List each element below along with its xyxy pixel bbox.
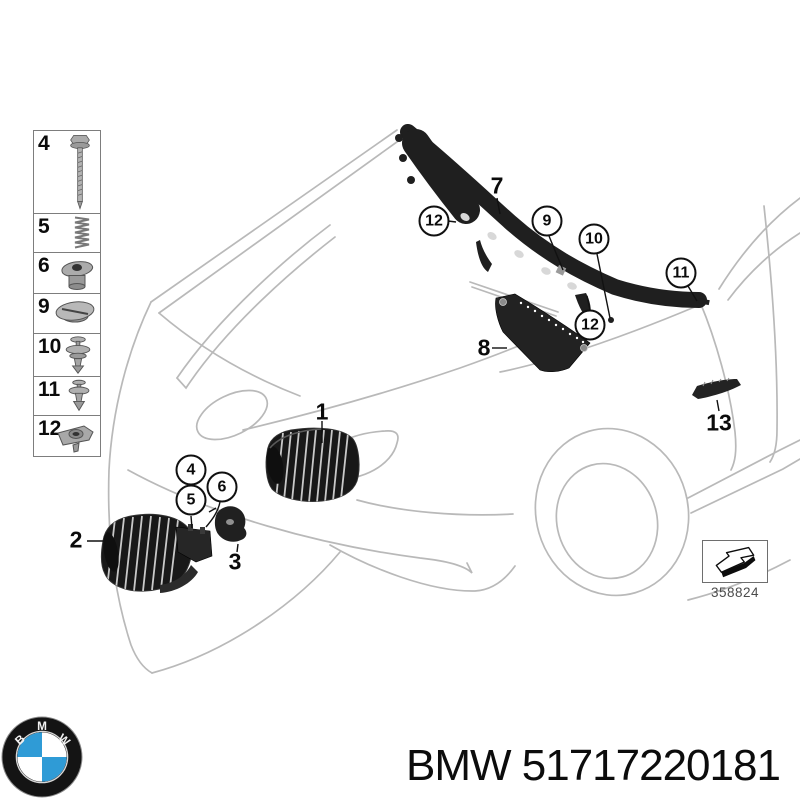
part-7-cowl-panel (395, 124, 710, 323)
part-number-text: BMW 51717220181 (406, 741, 781, 790)
callout-circle-5[interactable]: 5 (175, 484, 207, 516)
legend-item-5: 5 (34, 214, 100, 253)
legend-item-9: 9 (34, 294, 100, 334)
callout-circle-9[interactable]: 9 (531, 205, 563, 237)
callout-label: 12 (581, 316, 599, 333)
legend-number: 4 (38, 132, 50, 155)
part-2-grille-left (100, 513, 213, 593)
direction-reference-box (702, 540, 768, 583)
callout-label: 11 (672, 264, 690, 281)
part-1-grille-right (265, 427, 360, 502)
legend-number: 10 (38, 335, 62, 358)
legend-number: 11 (38, 378, 61, 401)
legend-item-10: 10 (34, 334, 100, 377)
reference-code: 358824 (710, 585, 760, 600)
legend-item-6: 6 (34, 253, 100, 294)
direction-arrow-icon (715, 546, 756, 577)
part-label-3[interactable]: 3 (228, 548, 242, 575)
callout-circle-10[interactable]: 10 (578, 223, 610, 255)
diagram-canvas (87, 124, 800, 674)
svg-text:M: M (37, 720, 47, 733)
legend-item-11: 11 (34, 377, 100, 416)
callout-label: 4 (186, 461, 196, 478)
callout-circle-12b[interactable]: 12 (574, 309, 606, 341)
legend-item-4: 4 (34, 131, 100, 214)
callout-label: 10 (585, 230, 603, 247)
bmw-roundel-icon: B M W (1, 716, 83, 798)
part-label-8[interactable]: 8 (477, 334, 491, 361)
flanged-nut-icon (61, 261, 94, 290)
part-13-side-trim (692, 377, 741, 399)
callout-circle-12a[interactable]: 12 (418, 205, 450, 237)
expanding-rivet-small-icon (68, 379, 90, 412)
part-3-bracket (214, 506, 247, 542)
hex-bolt-icon (70, 134, 90, 210)
legend-number: 5 (38, 215, 50, 238)
coil-spring-icon (74, 216, 90, 249)
callout-label: 6 (217, 478, 227, 495)
cover-cap-icon (55, 300, 95, 322)
callout-circle-6[interactable]: 6 (206, 471, 238, 503)
legend-number: 6 (38, 254, 50, 277)
leader-lines (87, 197, 720, 553)
legend-item-12: 12 (34, 416, 100, 456)
clip-nut-icon (57, 425, 94, 453)
part-label-1[interactable]: 1 (315, 398, 329, 425)
car-body-outline (107, 129, 800, 674)
callout-circle-11[interactable]: 11 (665, 257, 697, 289)
part-label-13[interactable]: 13 (706, 409, 732, 436)
part-label-2[interactable]: 2 (69, 526, 83, 553)
expanding-rivet-icon (65, 336, 91, 374)
part-label-7[interactable]: 7 (490, 172, 504, 199)
callout-label: 5 (186, 491, 196, 508)
part-8-cowl-cover (495, 293, 591, 373)
callout-circle-4[interactable]: 4 (175, 454, 207, 486)
callout-label: 9 (542, 212, 552, 229)
fastener-legend: 4 5 6 9 (33, 130, 101, 457)
legend-number: 12 (38, 417, 62, 440)
legend-number: 9 (38, 295, 50, 318)
callout-label: 12 (425, 212, 443, 229)
